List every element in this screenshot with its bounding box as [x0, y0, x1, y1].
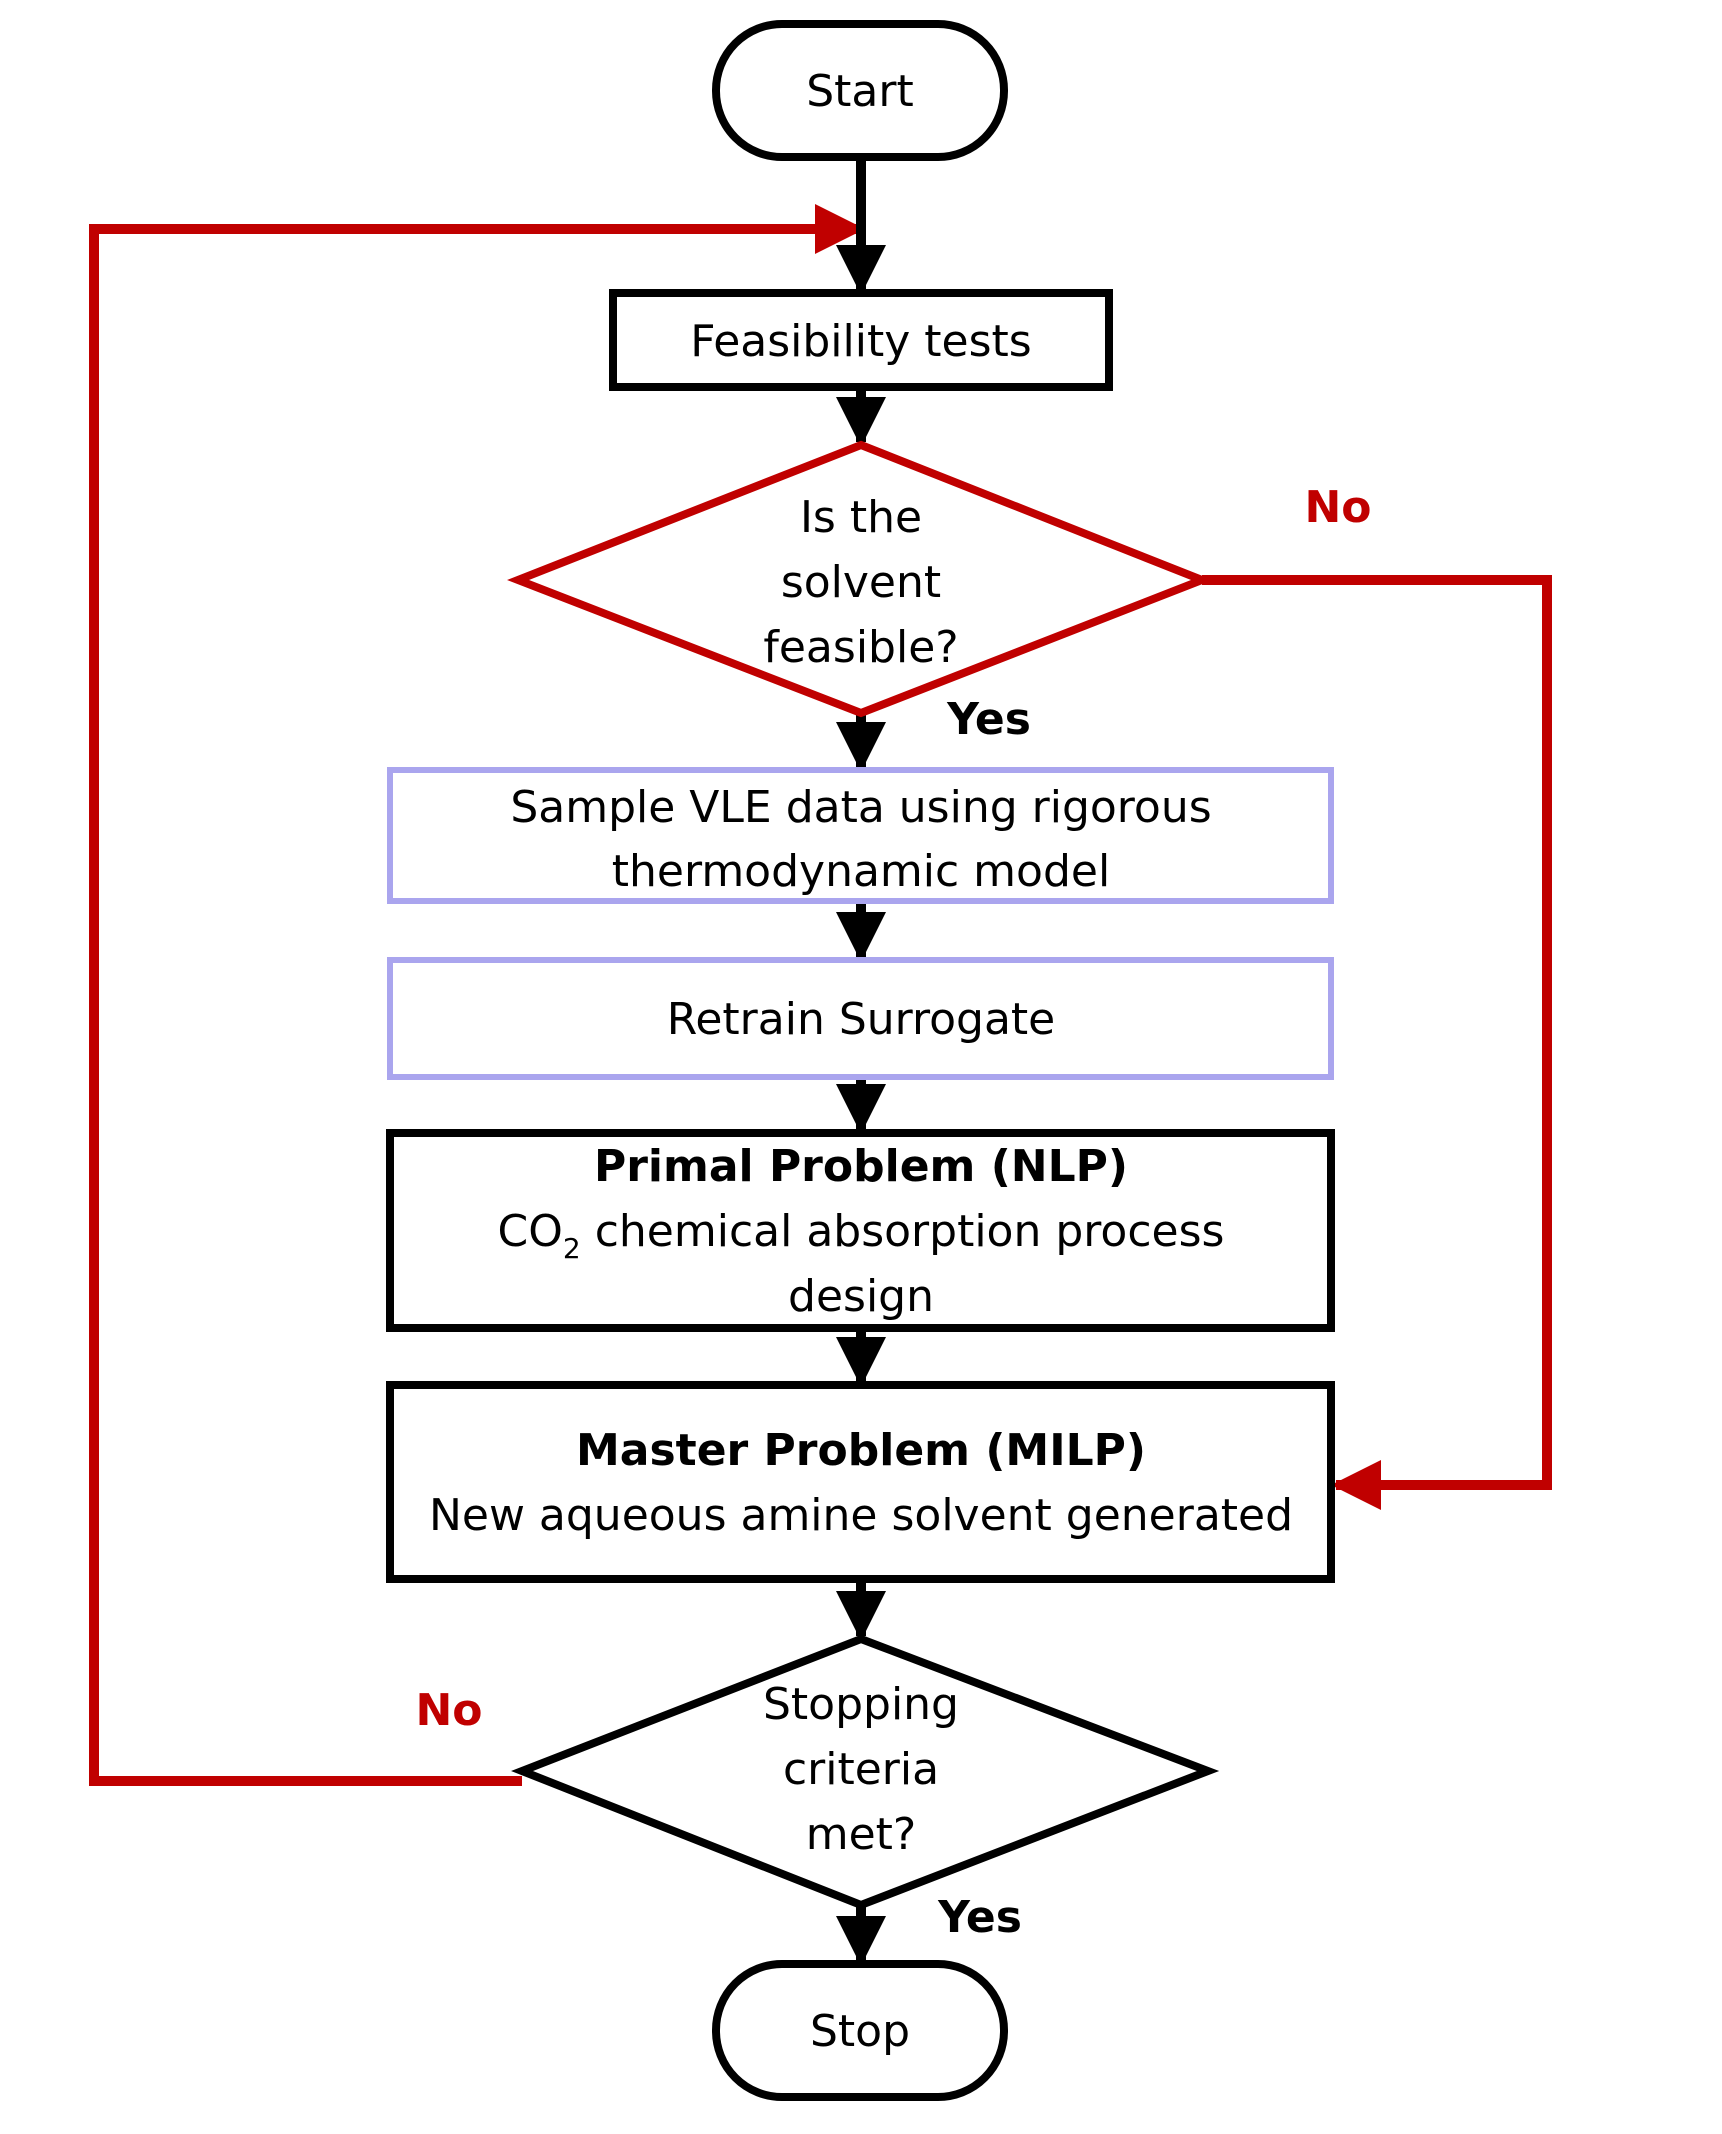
primal-problem-line-2: design: [788, 1271, 934, 1322]
sample-vle-line-2: thermodynamic model: [612, 846, 1110, 897]
master-problem-line-1: New aqueous amine solvent generated: [429, 1490, 1293, 1541]
stop-node: Stop: [712, 1960, 1008, 2101]
solvent-no-label: No: [1304, 482, 1371, 533]
master-problem-title: Master Problem (MILP): [576, 1425, 1146, 1476]
retrain-surrogate-label: Retrain Surrogate: [667, 994, 1055, 1045]
solvent-decision-line-1: Is the: [800, 492, 922, 543]
primal-problem-line-1: CO2 chemical absorption process: [498, 1206, 1225, 1265]
solvent-decision-line-2: solvent: [781, 557, 941, 608]
stopping-no-label: No: [415, 1685, 482, 1736]
stopping-decision-line-3: met?: [806, 1809, 917, 1860]
sample-vle-node: Sample VLE data using rigorous thermodyn…: [387, 767, 1334, 904]
feasibility-tests-node: Feasibility tests: [609, 289, 1113, 391]
start-label: Start: [806, 66, 914, 117]
feasibility-tests-label: Feasibility tests: [690, 316, 1031, 367]
edge-stopping-no-loop: [89, 204, 865, 1786]
stopping-decision-line-1: Stopping: [763, 1679, 959, 1730]
stop-label: Stop: [810, 2006, 910, 2057]
primal-problem-title: Primal Problem (NLP): [594, 1141, 1128, 1192]
stopping-decision-line-2: criteria: [783, 1744, 939, 1795]
stopping-criteria-decision: Stopping criteria met?: [511, 1634, 1220, 1910]
start-node: Start: [712, 20, 1008, 161]
primal-problem-node: Primal Problem (NLP) CO2 chemical absorp…: [386, 1129, 1335, 1332]
solvent-feasible-decision: Is the solvent feasible?: [507, 440, 1213, 718]
retrain-surrogate-node: Retrain Surrogate: [387, 957, 1334, 1080]
sample-vle-line-1: Sample VLE data using rigorous: [510, 782, 1211, 833]
master-problem-node: Master Problem (MILP) New aqueous amine …: [386, 1381, 1335, 1583]
solvent-yes-label: Yes: [946, 694, 1031, 745]
edge-solvent-no: [1202, 575, 1552, 1510]
stopping-yes-label: Yes: [937, 1892, 1022, 1943]
solvent-decision-line-3: feasible?: [763, 622, 958, 673]
